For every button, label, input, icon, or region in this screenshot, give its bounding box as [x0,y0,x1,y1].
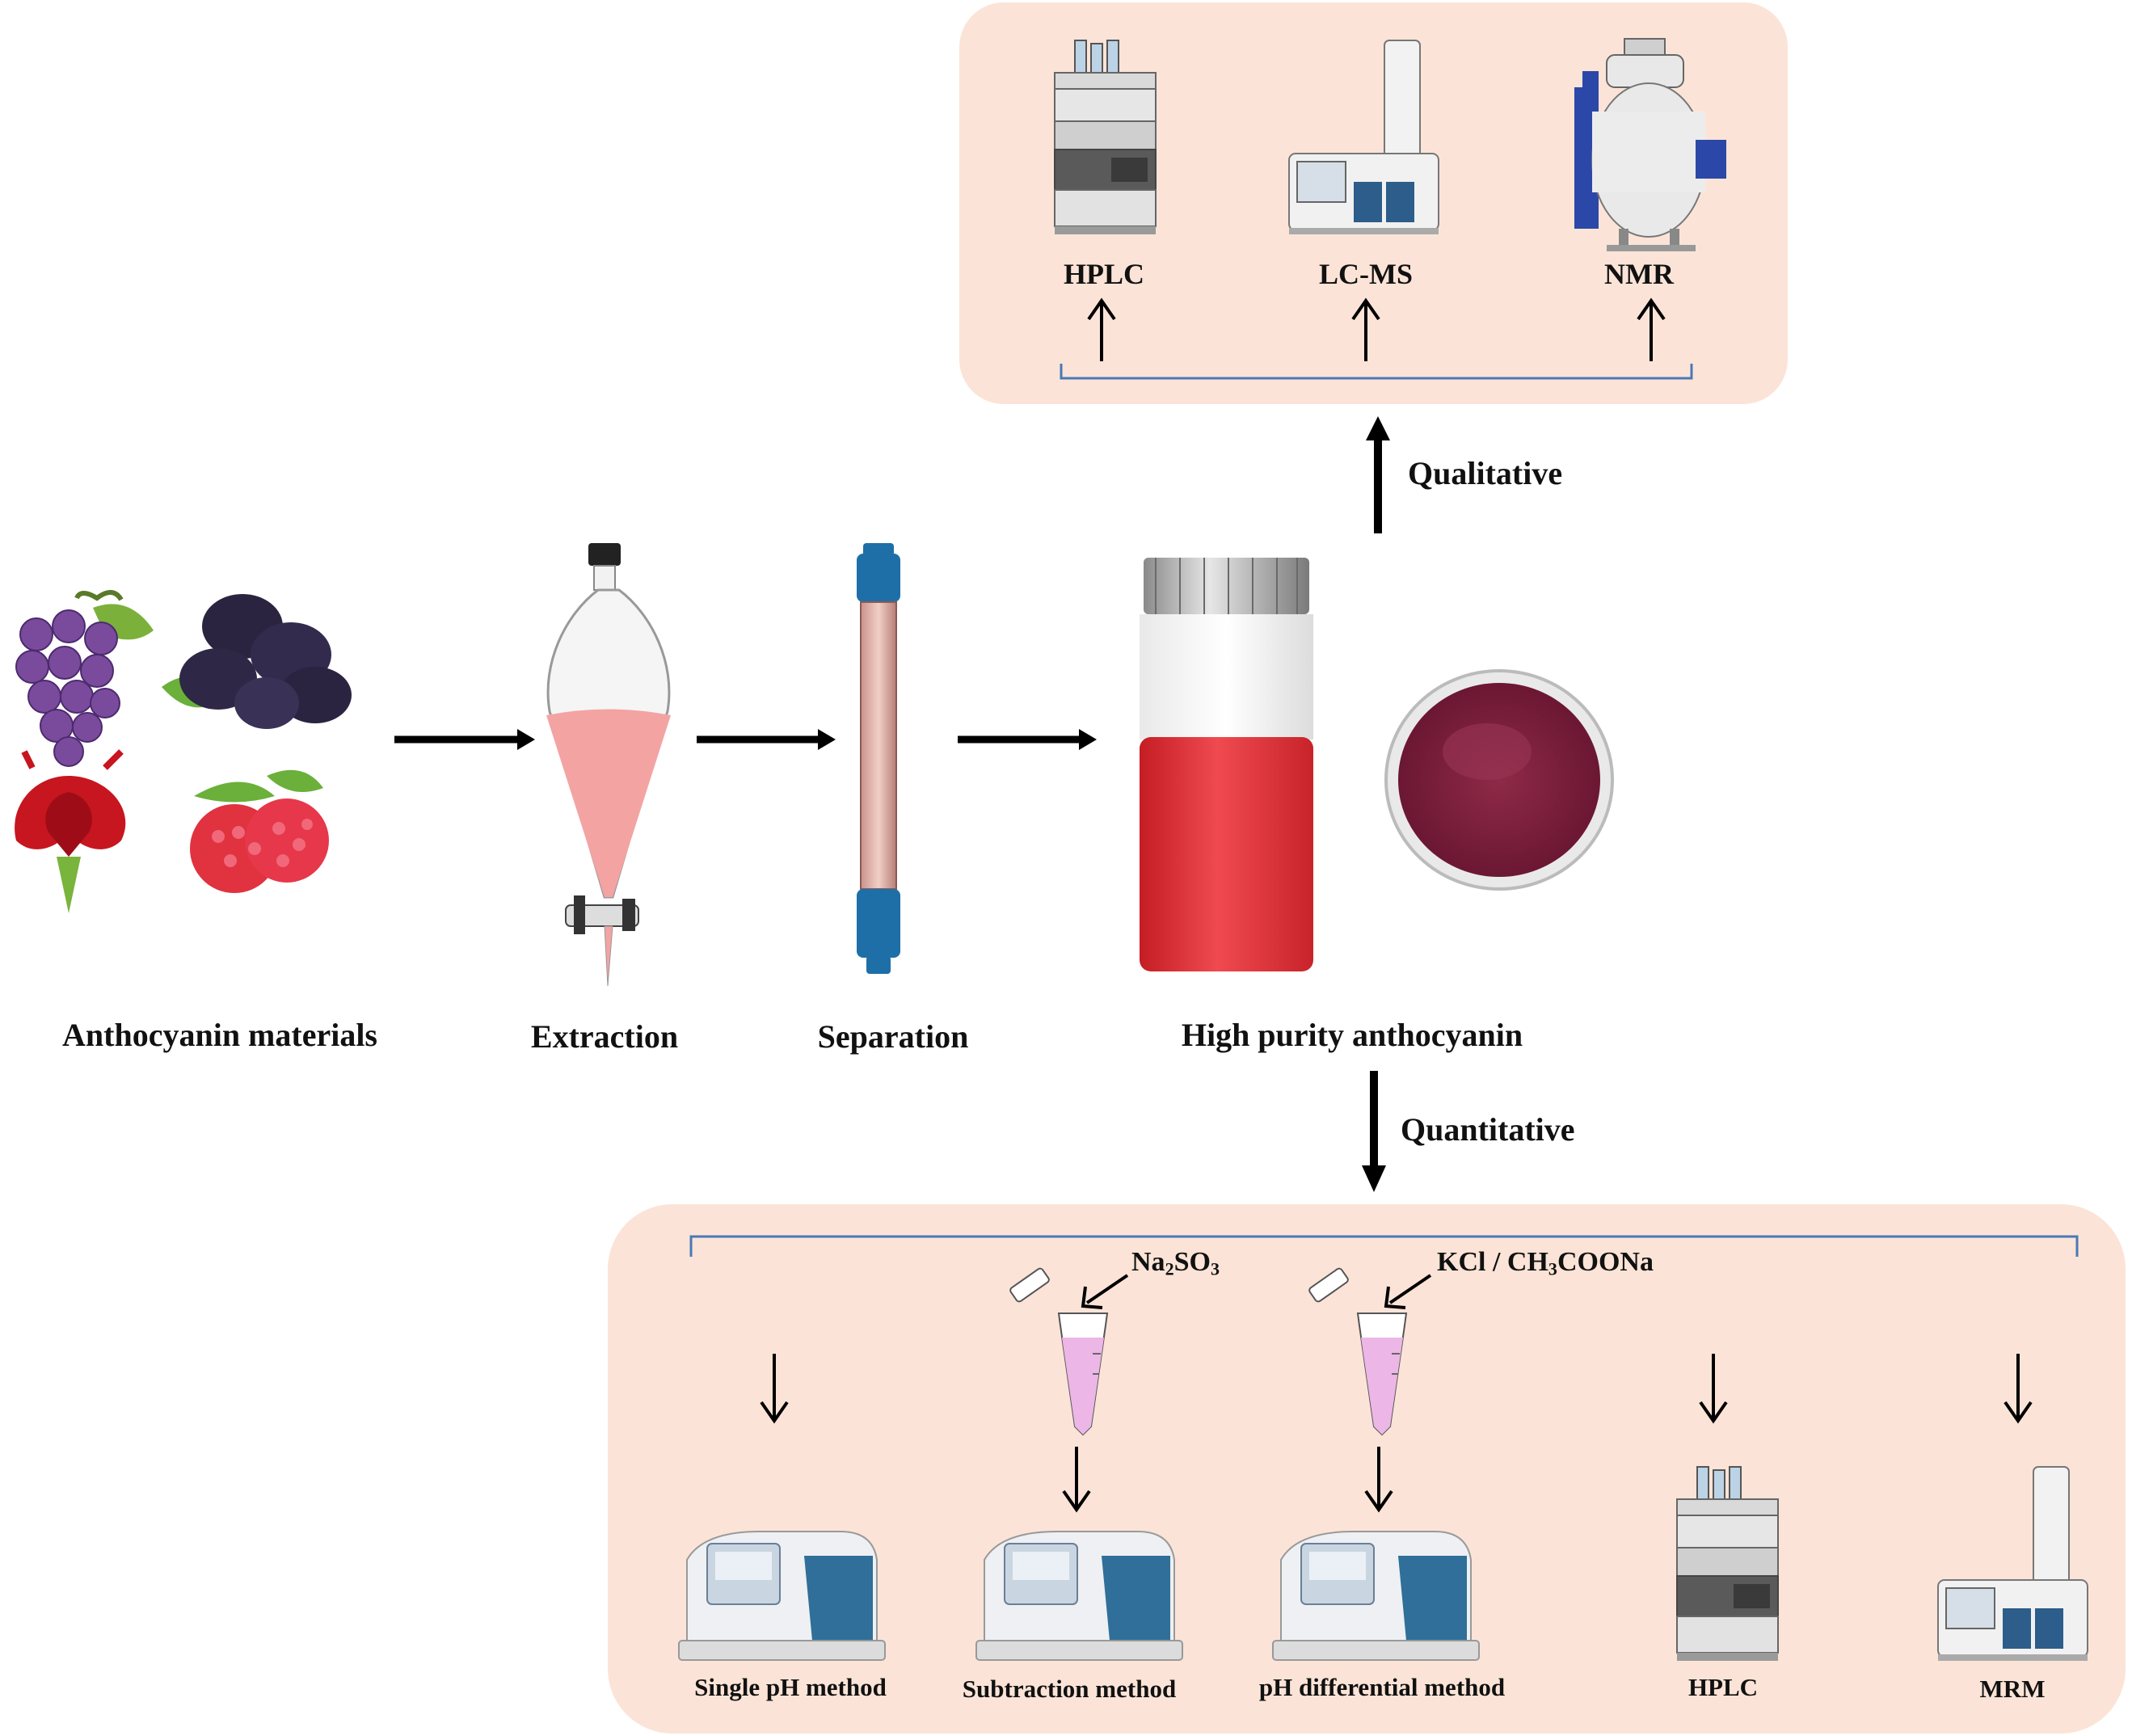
hplc-instrument-icon [1054,40,1157,234]
reagent-kcl-label: KCl / CH3COONa [1437,1247,1654,1278]
step-label-materials: Anthocyanin materials [62,1017,377,1053]
method-label-mrm: MRM [1979,1675,2046,1703]
reagent-2-mid: COONa [1557,1247,1654,1277]
spectrophotometer-icon [1272,1531,1480,1661]
separatory-funnel-icon [546,543,671,987]
anthocyanin-vial-powder-icon [1140,558,1614,971]
step-label-extraction: Extraction [530,1018,679,1055]
quantitative-arrow [1362,1071,1386,1192]
reagent-na2so3-label: Na2SO3 [1131,1247,1220,1278]
raspberries-icon [190,769,329,893]
lcms-instrument-icon [1288,40,1439,234]
quantitative-label: Quantitative [1401,1111,1575,1148]
qualitative-method-arrows [1087,297,1666,361]
blackberries-icon [162,594,352,729]
lcms-label: LC-MS [1319,258,1413,290]
quantitative-method-arrows [760,1354,2033,1513]
qualitative-arrow [1366,416,1390,533]
step-label-high-purity: High purity anthocyanin [1181,1017,1523,1053]
method-label-hplc: HPLC [1687,1673,1759,1701]
qualitative-label: Qualitative [1408,455,1563,491]
step-label-separation: Separation [817,1018,969,1055]
qualitative-bracket [1060,364,1693,380]
quantitative-bracket [689,1235,2079,1257]
method-label-single-ph: Single pH method [694,1673,887,1701]
reagent-1-pre: Na [1131,1247,1165,1277]
fruit-materials-icon [15,590,352,913]
hibiscus-icon [15,749,126,913]
reagent-1-sub1: 2 [1165,1258,1174,1279]
eppendorf-tube-icon [1009,1267,1109,1436]
hplc-instrument-icon [1676,1466,1779,1661]
hplc-label: HPLC [1063,258,1145,290]
spectrophotometer-icon [975,1531,1183,1661]
spectrophotometer-icon [678,1531,886,1661]
nmr-instrument-icon [1574,38,1726,251]
grapes-icon [15,590,154,767]
nmr-label: NMR [1604,258,1674,290]
reagent-1-sub2: 3 [1210,1258,1220,1279]
reagent-1-mid: SO [1173,1247,1211,1277]
eppendorf-tube-icon [1308,1267,1408,1436]
mass-spectrometer-icon [1937,1466,2088,1661]
method-label-ph-differential: pH differential method [1258,1673,1506,1701]
chromatography-column-icon [857,543,900,974]
method-label-subtraction: Subtraction method [962,1675,1177,1703]
reagent-2-pre: KCl / CH [1437,1247,1548,1277]
reagent-arrows [1081,1274,1432,1309]
reagent-2-sub1: 3 [1548,1258,1557,1279]
